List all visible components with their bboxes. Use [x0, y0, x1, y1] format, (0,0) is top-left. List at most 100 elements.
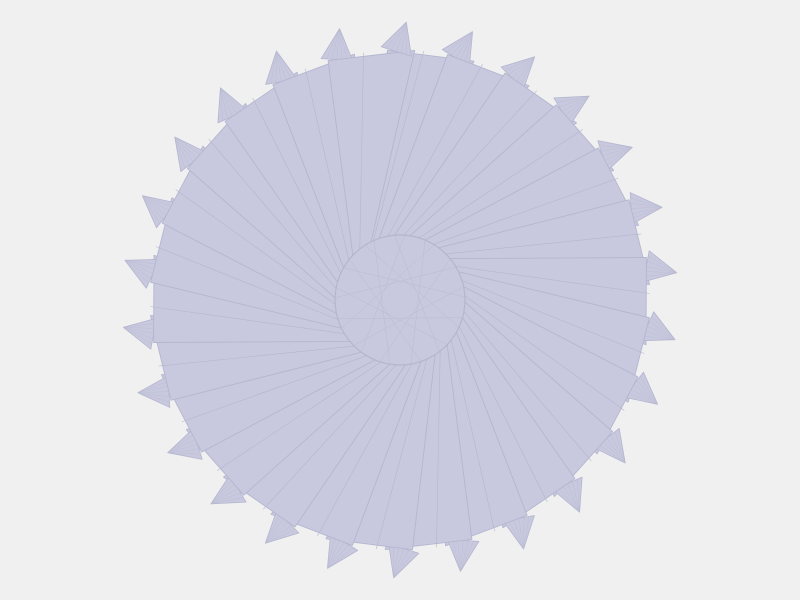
- tooth-hatch-line: [644, 330, 676, 340]
- tooth-hatch-line: [210, 479, 233, 505]
- blade-fold-line: [455, 266, 650, 294]
- tooth-hatch-line: [142, 195, 173, 208]
- tooth-hatch-line: [577, 479, 580, 513]
- tooth-hatch-line: [137, 392, 170, 403]
- hub-chord-line: [394, 235, 440, 352]
- tooth-hatch-line: [167, 452, 201, 455]
- blade-fold-line: [419, 129, 583, 239]
- tooth-hatch-line: [137, 391, 170, 393]
- tooth-hatch-line: [627, 392, 658, 405]
- tooth-hatch-line: [504, 56, 535, 71]
- tooth-hatch-line: [210, 492, 241, 505]
- tooth-hatch-line: [276, 50, 282, 82]
- blade-fold-line: [376, 359, 428, 549]
- tooth-hatch-line: [137, 380, 169, 393]
- tooth-hatch-line: [276, 50, 287, 81]
- tooth-hatch-line: [327, 536, 336, 569]
- tooth-hatch-line: [142, 195, 160, 224]
- blade-fold-line: [150, 306, 345, 334]
- blade-fold-line: [217, 361, 381, 471]
- tooth-hatch-line: [174, 136, 194, 163]
- blade-fold-line: [263, 364, 397, 510]
- hub-chord-line: [373, 240, 391, 365]
- tooth-hatch-line: [523, 516, 530, 550]
- blade-fold-line: [445, 233, 642, 255]
- tooth-hatch-line: [327, 539, 340, 569]
- tooth-hatch-line: [464, 31, 473, 64]
- tooth-hatch-line: [327, 542, 345, 569]
- tooth-hatch-line: [124, 260, 153, 274]
- tooth-hatch-line: [647, 326, 676, 340]
- tooth-hatch-line: [559, 95, 590, 108]
- tooth-hatch-line: [220, 87, 228, 119]
- tooth-hatch-line: [648, 255, 677, 273]
- tooth-hatch-line: [396, 22, 407, 52]
- tooth-hatch-line: [599, 145, 633, 148]
- tooth-hatch-line: [630, 207, 663, 209]
- tooth-hatch-line: [142, 195, 170, 212]
- tooth-hatch-line: [631, 207, 663, 214]
- blade-fold-line: [451, 339, 495, 532]
- tooth-hatch-line: [567, 483, 580, 513]
- hub-chord-line: [334, 266, 457, 299]
- tooth-hatch-line: [630, 388, 658, 405]
- tooth-hatch-line: [220, 87, 243, 113]
- tooth-hatch-line: [646, 266, 677, 273]
- tooth-hatch-line: [602, 147, 633, 156]
- tooth-hatch-line: [265, 521, 288, 544]
- tooth-hatch-line: [137, 392, 170, 398]
- blade-fold-line: [175, 189, 336, 305]
- tooth-hatch-line: [123, 327, 153, 339]
- tooth-hatch-line: [446, 31, 473, 53]
- tooth-hatch-line: [460, 540, 469, 572]
- tooth-hatch-line: [457, 540, 461, 572]
- tooth-hatch-line: [401, 22, 407, 54]
- tooth-hatch-line: [220, 87, 238, 115]
- tooth-hatch-line: [645, 271, 677, 273]
- tooth-hatch-line: [572, 481, 580, 513]
- tooth-hatch-line: [327, 544, 349, 569]
- tooth-hatch-line: [336, 28, 340, 60]
- tooth-hatch-line: [603, 147, 633, 161]
- tooth-hatch-line: [460, 541, 474, 572]
- blade-fold-line: [372, 51, 424, 241]
- blade-fold-line: [317, 363, 413, 537]
- tooth-hatch-line: [633, 384, 658, 405]
- tooth-hatch-line: [636, 380, 658, 405]
- tooth-hatch-line: [518, 518, 524, 550]
- blade-fold-line: [252, 97, 341, 274]
- tooth-hatch-line: [123, 327, 152, 345]
- hub-chord-line: [364, 245, 460, 328]
- blade-fold-line: [181, 355, 367, 423]
- tooth-hatch-line: [167, 449, 200, 453]
- tooth-hatch-line: [220, 87, 223, 121]
- tooth-hatch-line: [642, 335, 676, 340]
- tooth-hatch-line: [606, 437, 626, 464]
- tooth-hatch-line: [265, 525, 292, 544]
- blade-fold-line: [433, 177, 619, 245]
- tooth-hatch-line: [142, 195, 164, 220]
- blade-fold-line: [158, 345, 355, 367]
- hub-chord-line: [410, 239, 426, 365]
- tooth-hatch-line: [567, 95, 590, 121]
- tooth-hatch-line: [602, 441, 626, 464]
- tooth-hatch-line: [270, 50, 277, 84]
- tooth-hatch-line: [515, 56, 535, 83]
- hub-chord-line: [353, 286, 464, 346]
- tooth-hatch-line: [556, 95, 590, 103]
- blade-fold-line: [208, 138, 337, 289]
- hub-chord-line: [341, 244, 435, 329]
- blade-fold-line: [436, 351, 441, 548]
- tooth-hatch-line: [393, 550, 409, 578]
- hub-chord-line: [361, 235, 405, 353]
- hub-chord-line: [336, 287, 448, 345]
- blade-fold-line: [403, 90, 537, 236]
- tooth-hatch-line: [142, 195, 167, 216]
- tooth-hatch-line: [327, 547, 354, 569]
- tooth-hatch-line: [265, 517, 285, 544]
- tooth-hatch-line: [647, 261, 677, 273]
- tooth-hatch-line: [276, 50, 292, 80]
- hub-disc: [334, 234, 466, 366]
- tooth-hatch-line: [561, 95, 590, 112]
